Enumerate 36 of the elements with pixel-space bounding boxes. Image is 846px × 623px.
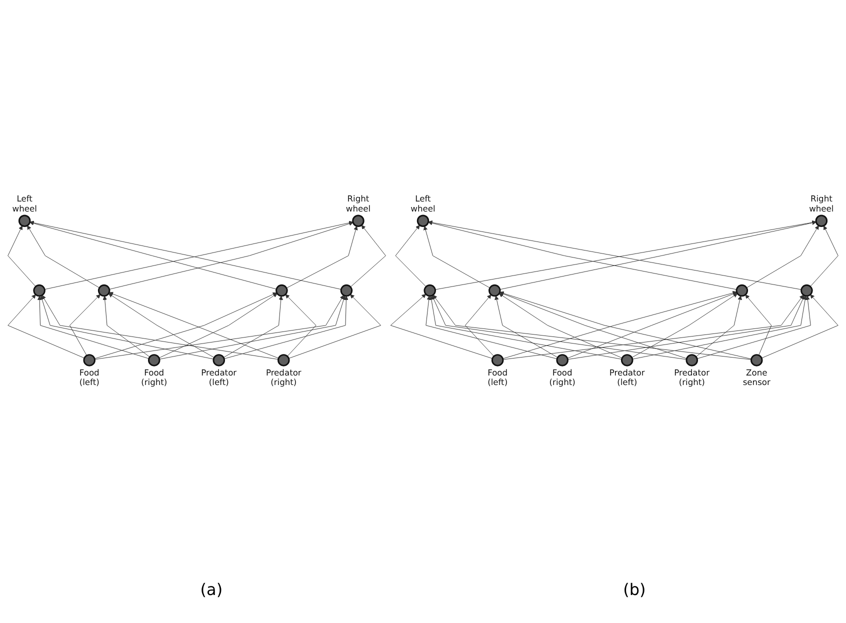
- node-circle: [352, 214, 364, 227]
- node-label: Left wheel: [410, 193, 436, 214]
- node-label: Predator (right): [266, 366, 302, 387]
- node-circle: [212, 354, 226, 366]
- node-circle: [750, 354, 763, 366]
- node-label: Zone sensor: [742, 366, 770, 387]
- node-label: Predator (left): [201, 366, 237, 387]
- node-label: Right wheel: [346, 193, 371, 214]
- node-circle: [800, 284, 813, 296]
- node-circle: [148, 354, 160, 366]
- node-label: Food (left): [79, 366, 100, 387]
- node-label: Food (right): [549, 366, 576, 387]
- node-label: Right wheel: [809, 193, 834, 214]
- node-circle: [620, 354, 634, 366]
- node-circle: [556, 354, 568, 366]
- node-circle: [33, 284, 46, 296]
- node-circle: [736, 284, 748, 296]
- node-label: Food (left): [488, 366, 508, 387]
- node-label: Food (right): [141, 366, 168, 387]
- node-circle: [686, 354, 698, 366]
- node-circle: [424, 284, 436, 296]
- node-circle: [416, 214, 430, 227]
- node-circle: [98, 284, 110, 296]
- panel-label: (b): [623, 580, 646, 599]
- node-circle: [278, 354, 290, 366]
- node-circle: [83, 354, 96, 366]
- node-circle: [276, 284, 288, 296]
- node-circle: [491, 354, 504, 366]
- node-circle: [488, 284, 501, 296]
- node-label: Left wheel: [12, 193, 37, 214]
- node-label: Predator (left): [609, 366, 645, 387]
- node-label: Predator (right): [674, 366, 710, 387]
- node-circle: [815, 214, 828, 227]
- node-circle: [340, 284, 353, 296]
- node-circle: [18, 214, 31, 227]
- panel-label: (a): [200, 580, 223, 599]
